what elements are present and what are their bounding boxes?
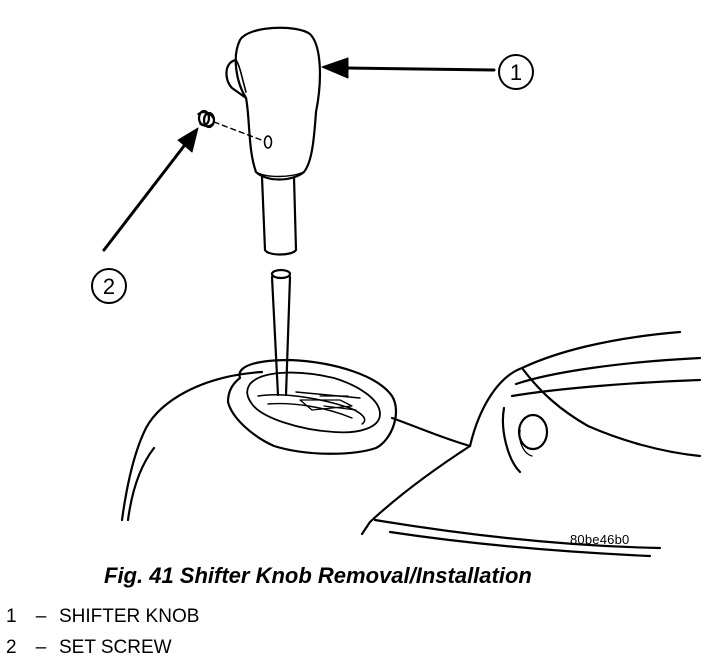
figure-code: 80be46b0 xyxy=(570,532,630,547)
legend-label: SET SCREW xyxy=(59,637,172,658)
alignment-line xyxy=(213,121,265,142)
figure-caption: Fig. 41 Shifter Knob Removal/Installatio… xyxy=(104,563,532,588)
shifter-knob xyxy=(225,26,322,256)
legend-number: 2 xyxy=(6,637,17,658)
set-screw xyxy=(197,109,216,129)
legend-number: 1 xyxy=(6,606,17,627)
callout-circle-2 xyxy=(91,268,127,304)
legend-separator: – xyxy=(35,606,47,627)
leader-arrow-1 xyxy=(321,57,496,79)
legend-label: SHIFTER KNOB xyxy=(59,606,200,627)
center-console xyxy=(120,370,662,558)
legend-separator: – xyxy=(35,637,47,658)
leader-arrow-2 xyxy=(102,127,199,252)
shifter-bezel xyxy=(226,358,397,455)
legend-item: 1 – SHIFTER KNOB xyxy=(6,601,199,632)
parts-legend: 1 – SHIFTER KNOB 2 – SET SCREW xyxy=(6,601,199,663)
shifter-knob-illustration: 1 2 xyxy=(91,26,702,558)
console-armrest xyxy=(468,330,702,474)
callout-number-2: 2 xyxy=(103,274,115,299)
callout-number-1: 1 xyxy=(510,60,522,85)
callout-circle-1 xyxy=(498,54,534,90)
shift-lever xyxy=(270,268,292,397)
legend-item: 2 – SET SCREW xyxy=(6,632,199,663)
